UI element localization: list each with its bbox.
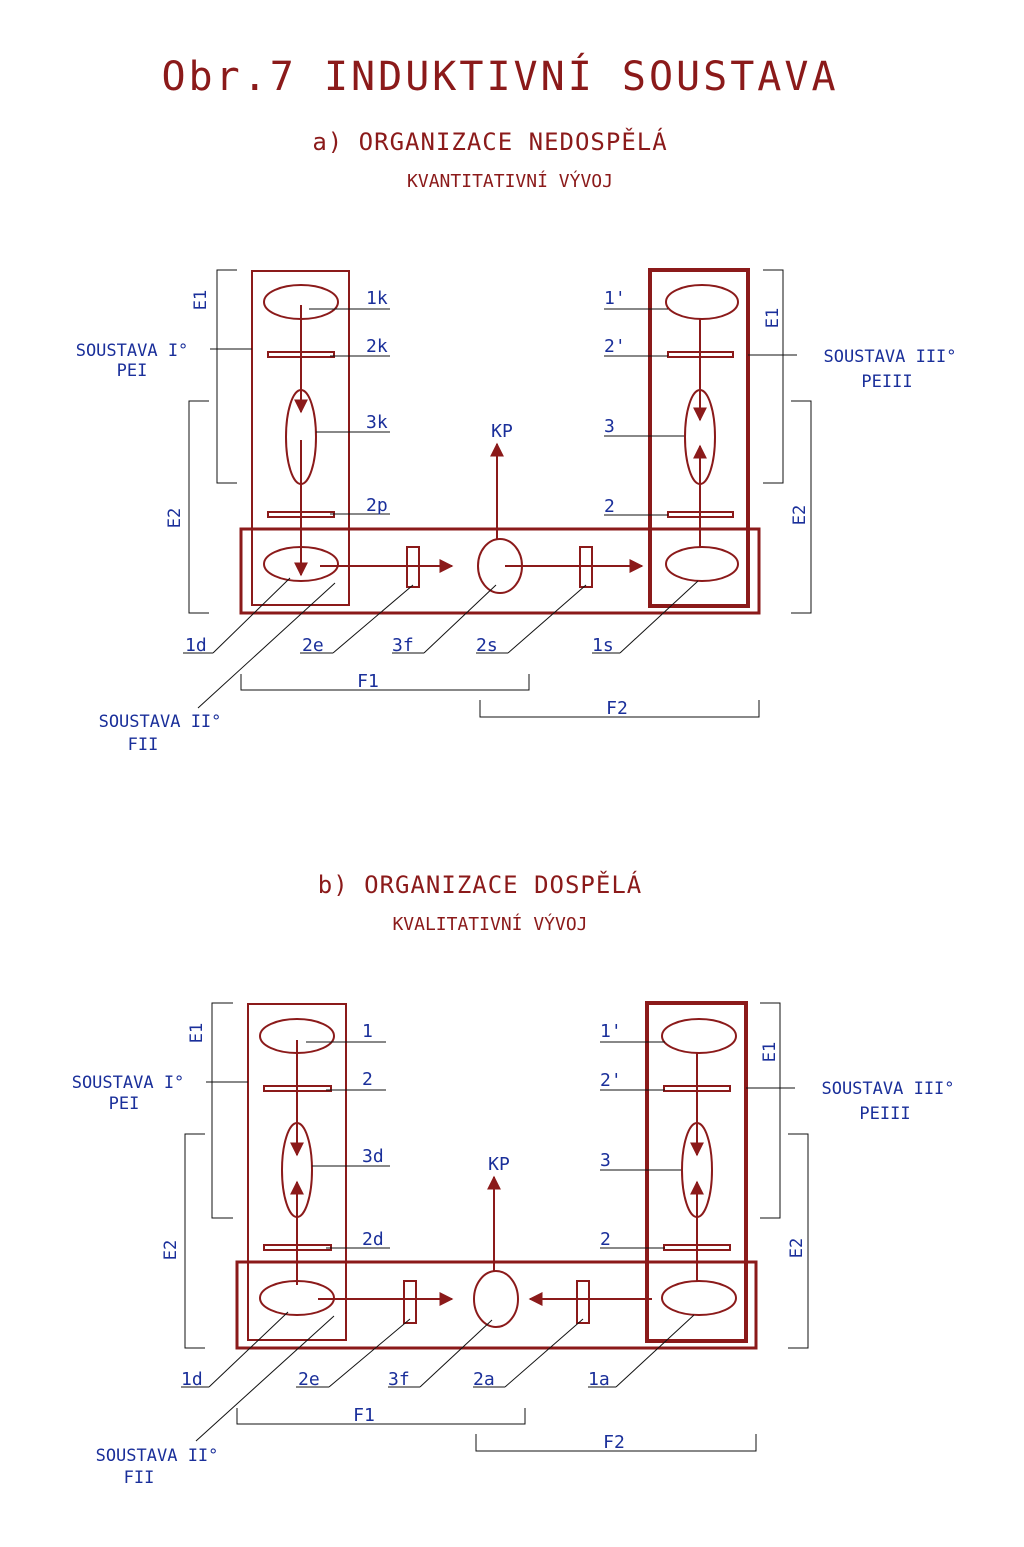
f1-label: F1 [353, 1405, 375, 1426]
leader-1s [619, 580, 699, 654]
bracket-e2-right [791, 400, 812, 614]
figure-title: Obr.7 INDUKTIVNÍ SOUSTAVA [161, 52, 838, 100]
peiii-label: PEIII [859, 1104, 910, 1124]
leader-2s [507, 584, 587, 654]
label-1prime: 1' [600, 1021, 622, 1042]
label-3f: 3f [388, 1369, 410, 1390]
element-1a [661, 1280, 737, 1316]
bracket-e1-right [760, 1002, 781, 1219]
panel-b-subheading: KVALITATIVNÍ VÝVOJ [392, 913, 587, 935]
label-1prime: 1' [604, 288, 626, 309]
label-3k: 3k [366, 412, 388, 433]
panel-b-heading: b) ORGANIZACE DOSPĚLÁ [318, 870, 642, 899]
fii-label: FII [128, 735, 159, 755]
label-2k: 2k [366, 336, 388, 357]
label-2: 2 [362, 1069, 373, 1090]
right-column-box [648, 268, 750, 608]
soustava-ii-label: SOUSTAVA II° [99, 712, 222, 732]
leader-3f [423, 584, 497, 654]
label-3f: 3f [392, 635, 414, 656]
label-3d: 3d [362, 1146, 384, 1167]
bracket-e2-right [788, 1133, 809, 1349]
pei-label: PEI [109, 1094, 140, 1114]
panel-a-heading: a) ORGANIZACE NEDOSPĚLÁ [312, 127, 667, 156]
panel-b: b) ORGANIZACE DOSPĚLÁ KVALITATIVNÍ VÝVOJ… [72, 870, 955, 1488]
soustava-i-label: SOUSTAVA I° [76, 341, 189, 361]
element-1s [665, 546, 739, 582]
e1-right-label: E1 [763, 308, 783, 328]
bottom-row-box [239, 527, 761, 615]
left-column-box [247, 1003, 347, 1341]
label-1d: 1d [181, 1369, 203, 1390]
e1-left-label: E1 [191, 290, 211, 310]
f2-label: F2 [603, 1432, 625, 1453]
bracket-e2-left [184, 1133, 205, 1349]
right-column-box [645, 1001, 748, 1343]
leader-2a [504, 1318, 584, 1388]
label-2: 2 [604, 496, 615, 517]
left-column-box [251, 270, 350, 606]
leader-soustava-ii [197, 582, 336, 709]
label-1: 1 [362, 1021, 373, 1042]
soustava-iii-label: SOUSTAVA III° [823, 347, 956, 367]
bracket-e1-left [216, 269, 237, 484]
bracket-f2 [479, 700, 760, 718]
bracket-f1 [236, 1408, 526, 1425]
label-1k: 1k [366, 288, 388, 309]
bracket-e1-left [211, 1002, 233, 1219]
element-2e [403, 1280, 417, 1324]
leader-soustava-ii [195, 1315, 335, 1442]
soustava-ii-label: SOUSTAVA II° [96, 1446, 219, 1466]
label-1s: 1s [592, 635, 614, 656]
panel-a-subheading: KVANTITATIVNÍ VÝVOJ [407, 170, 613, 192]
fii-label: FII [124, 1468, 155, 1488]
soustava-iii-label: SOUSTAVA III° [821, 1079, 954, 1099]
element-1prime [665, 284, 739, 320]
leader-1a [615, 1314, 695, 1388]
peiii-label: PEIII [861, 372, 912, 392]
label-2a: 2a [473, 1369, 495, 1390]
element-1prime [661, 1018, 737, 1054]
bracket-e2-left [188, 400, 209, 614]
e1-right-label: E1 [760, 1042, 780, 1062]
e1-left-label: E1 [187, 1023, 207, 1043]
label-2e: 2e [302, 635, 324, 656]
label-2d: 2d [362, 1229, 384, 1250]
label-2prime: 2' [600, 1070, 622, 1091]
element-2a [576, 1280, 590, 1324]
kp-label: KP [491, 421, 513, 442]
leader-2e [332, 584, 414, 654]
label-1a: 1a [588, 1369, 610, 1390]
bracket-f1 [240, 674, 530, 691]
e2-left-label: E2 [165, 508, 185, 528]
bottom-row-box [235, 1260, 758, 1350]
label-1d: 1d [185, 635, 207, 656]
label-3: 3 [604, 416, 615, 437]
f1-label: F1 [357, 671, 379, 692]
bracket-e1-right [763, 269, 784, 484]
label-2prime: 2' [604, 336, 626, 357]
f2-label: F2 [606, 698, 628, 719]
panel-a: a) ORGANIZACE NEDOSPĚLÁ KVANTITATIVNÍ VÝ… [76, 127, 957, 755]
e2-right-label: E2 [790, 505, 810, 525]
soustava-i-label: SOUSTAVA I° [72, 1073, 185, 1093]
e2-left-label: E2 [161, 1240, 181, 1260]
label-3: 3 [600, 1150, 611, 1171]
leader-1d [208, 1311, 289, 1388]
element-3f [473, 1270, 519, 1328]
leader-3f [419, 1319, 493, 1388]
label-2p: 2p [366, 495, 388, 516]
kp-label: KP [488, 1154, 510, 1175]
bracket-f2 [475, 1434, 757, 1452]
e2-right-label: E2 [787, 1238, 807, 1258]
pei-label: PEI [117, 361, 148, 381]
label-2e: 2e [298, 1369, 320, 1390]
label-2r: 2 [600, 1229, 611, 1250]
label-2s: 2s [476, 635, 498, 656]
leader-2e [328, 1318, 411, 1388]
leader-1d [212, 577, 291, 654]
